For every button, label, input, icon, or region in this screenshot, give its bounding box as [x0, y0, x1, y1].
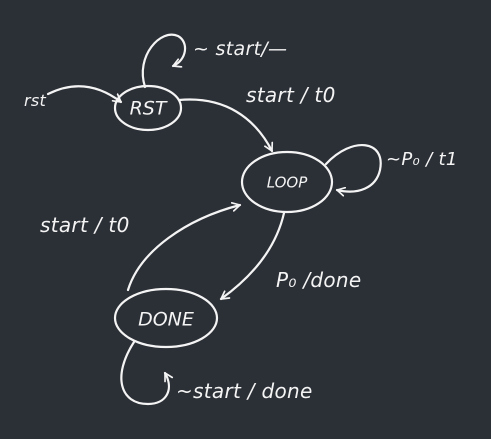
state-loop-label: LOOP — [267, 174, 309, 192]
edge-loop-to-done-arrow — [219, 211, 286, 301]
edge-rst-to-loop-arrow — [177, 98, 274, 153]
edge-done-to-loop-arrow — [126, 202, 242, 292]
edge-done-to-loop-label: start / t0 — [40, 213, 130, 237]
edge-reset-arrow — [46, 85, 123, 104]
edge-rst-self-loop — [141, 33, 187, 89]
edge-rst-self-label: ~ start/— — [193, 38, 287, 60]
edge-done-self-label: ~start / done — [176, 379, 313, 403]
state-done-label: DONE — [138, 309, 194, 331]
edge-loop-self-label: ~P₀ / t1 — [386, 149, 458, 170]
edge-loop-to-done-label: P₀ /done — [276, 268, 362, 292]
edge-rst-to-loop-label: start / t0 — [246, 83, 336, 107]
edge-loop-self-loop — [324, 143, 382, 197]
edge-reset-label: rst — [24, 91, 47, 110]
state-loop-circle — [240, 150, 334, 214]
state-rst-label: RST — [130, 98, 168, 120]
edge-done-self-loop — [120, 340, 174, 406]
state-rst-circle — [113, 84, 183, 132]
state-done-circle — [113, 287, 219, 349]
